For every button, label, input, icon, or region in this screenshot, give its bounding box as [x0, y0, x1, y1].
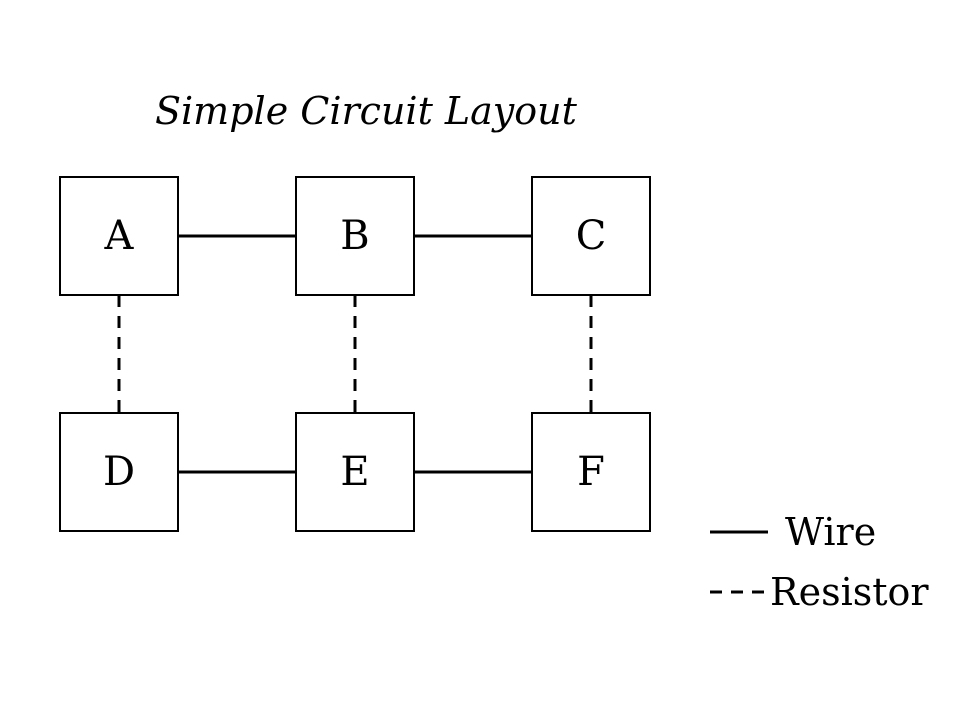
node-c: C: [531, 176, 651, 296]
node-e: E: [295, 412, 415, 532]
node-f: F: [531, 412, 651, 532]
legend-wire-label: Wire: [785, 510, 876, 554]
node-a-label: A: [104, 213, 135, 259]
node-e-label: E: [340, 449, 369, 495]
node-b-label: B: [340, 213, 369, 259]
node-d: D: [59, 412, 179, 532]
node-a: A: [59, 176, 179, 296]
node-f-label: F: [577, 449, 605, 495]
node-d-label: D: [103, 449, 135, 495]
legend-resistor-label: Resistor: [770, 570, 929, 614]
node-c-label: C: [576, 213, 607, 259]
node-b: B: [295, 176, 415, 296]
diagram-title: Simple Circuit Layout: [155, 89, 577, 133]
legend: Wire Resistor: [710, 510, 929, 614]
